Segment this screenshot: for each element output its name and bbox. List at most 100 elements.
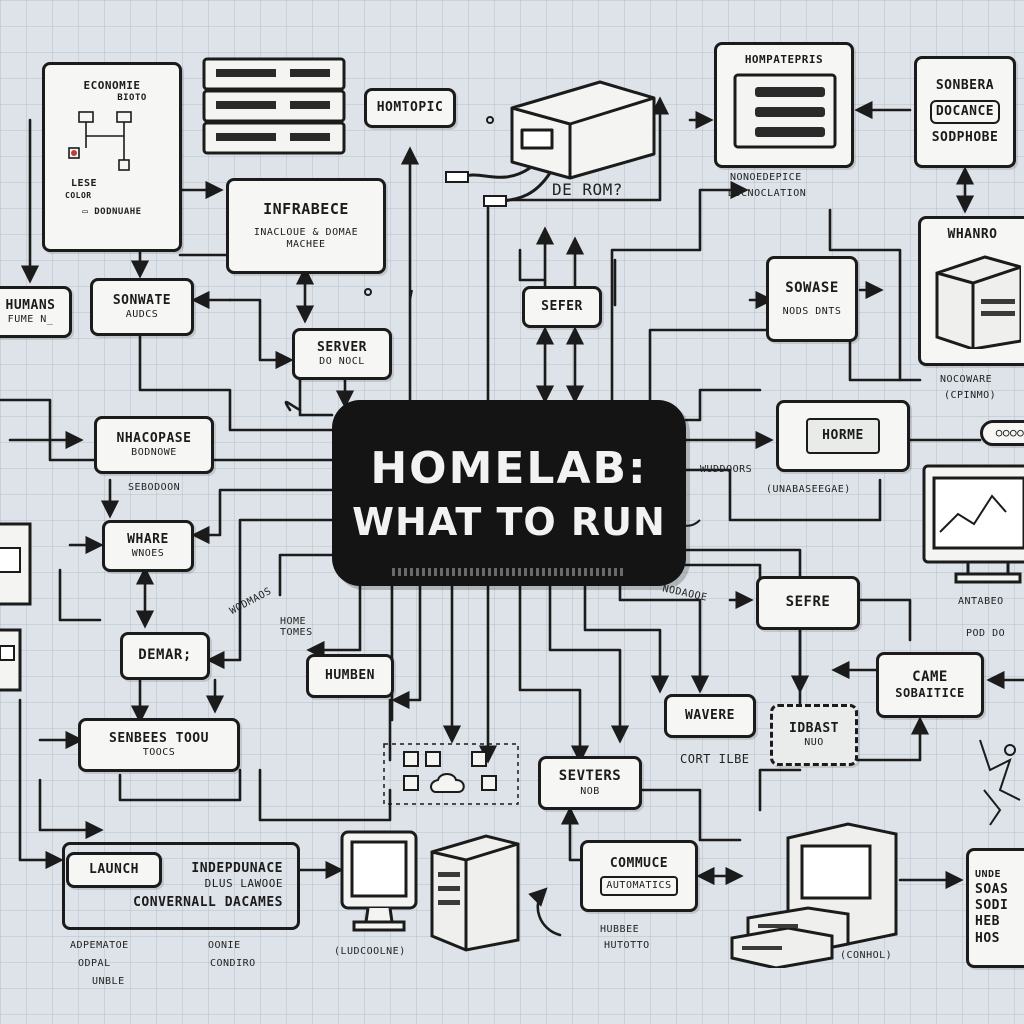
node-nhacopase[interactable]: NHACOPASE BODNOWE xyxy=(94,416,214,474)
network-router-icon xyxy=(445,80,656,207)
node-came[interactable]: CAME SOBAITICE xyxy=(876,652,984,718)
wire xyxy=(684,563,762,582)
node-software-sub: AUDCS xyxy=(125,308,159,320)
node-sowase[interactable]: SOWASE NODS DNTS xyxy=(766,256,858,342)
node-demar-label: DEMAR; xyxy=(138,647,192,664)
under-line-3: SODI xyxy=(975,898,1009,913)
panel-footer: ▭ DODNUAHE xyxy=(82,206,142,217)
under-line-2: SOAS xyxy=(975,881,1009,897)
server-cluster-icon xyxy=(730,822,898,968)
node-idbast-title: IDBAST xyxy=(789,720,839,736)
server-stack-icon xyxy=(733,73,837,149)
node-whanro[interactable]: WHANRO xyxy=(918,216,1024,366)
node-under-right[interactable]: UNDE SOAS SODI HEB HOS xyxy=(966,848,1024,968)
node-demar[interactable]: DEMAR; xyxy=(120,632,210,680)
wire xyxy=(278,553,334,597)
node-horme[interactable]: HORME xyxy=(776,400,910,472)
node-sensbes[interactable]: SENBEES TOOU TOOCS xyxy=(78,718,240,772)
node-humans[interactable]: HUMANS FUME N_ xyxy=(0,286,72,338)
node-hompatepris-label: HOMPATEPRIS xyxy=(744,53,824,66)
note-hubee: HUBBEE xyxy=(600,924,640,935)
node-server[interactable]: SERVER DO NOCL xyxy=(292,328,392,380)
note-cortilbe: CORT ILBE xyxy=(680,752,750,766)
sonbera-line-2: DOCANCE xyxy=(929,99,1001,125)
node-pill[interactable]: ○○○○ xyxy=(980,420,1024,446)
wire xyxy=(684,468,882,522)
wire xyxy=(610,180,749,402)
note-conodo: CONDIRO xyxy=(210,958,256,969)
wire xyxy=(560,806,582,862)
node-humben-label: HUMBEN xyxy=(325,667,375,683)
node-humben[interactable]: HUMBEN xyxy=(306,654,394,698)
note-unabaee: (UNABASEEGAE) xyxy=(766,484,851,495)
node-infrastructure-sub: INACLOUE & DOMAE MACHEE xyxy=(253,226,359,251)
wire xyxy=(258,768,392,822)
wire xyxy=(638,788,742,842)
node-topleft-panel[interactable]: ECONOMIE BIOTO LESE COLOR ▭ DODNUAHE xyxy=(42,62,182,252)
node-launch-label: LAUNCH xyxy=(89,861,139,877)
node-humans-sub: FUME N_ xyxy=(7,313,54,325)
center-hub-title: HOMELAB: WHAT TO RUN xyxy=(332,400,686,586)
monitor-chart-icon xyxy=(922,464,1024,584)
node-horme-label: HORME xyxy=(822,427,864,443)
node-software[interactable]: SONWATE AUDCS xyxy=(90,278,194,336)
note-nonoedepice: NONOEDEPICE xyxy=(730,172,802,183)
note-nodaooe: NODAOOE xyxy=(661,583,709,604)
wire xyxy=(391,584,422,710)
cloud-icons-cluster xyxy=(383,743,519,805)
rack-server-icon xyxy=(202,57,346,155)
wire xyxy=(284,400,302,412)
wire xyxy=(228,298,294,370)
node-software-title: SONWATE xyxy=(112,292,172,308)
node-sefer[interactable]: SEFER xyxy=(522,286,602,328)
sonbera-line-1: SONBERA xyxy=(935,77,995,93)
wire xyxy=(858,598,912,642)
sonbera-line-3: SODPHOBE xyxy=(931,130,999,146)
node-sevters-title: SEVTERS xyxy=(558,768,622,784)
note-de-rom: DE ROM? xyxy=(552,180,623,199)
independence-line-3: CONVERNALL DACAMES xyxy=(133,894,283,910)
node-sefre-label: SEFRE xyxy=(785,594,831,611)
flowchart-icon xyxy=(68,111,132,171)
node-nhacopase-sub: BODNOWE xyxy=(131,446,177,458)
note-sebodoon: SEBODOON xyxy=(128,482,181,493)
wire xyxy=(118,768,242,802)
node-wavere[interactable]: WAVERE xyxy=(664,694,756,738)
node-sefre[interactable]: SEFRE xyxy=(756,576,860,630)
node-pill-label: ○○○○ xyxy=(995,426,1024,440)
node-came-sub: SOBAITICE xyxy=(895,686,965,701)
independence-line-2: DLUS LAWOOE xyxy=(204,877,283,891)
node-commuce[interactable]: COMMUCE AUTOMATICS xyxy=(580,840,698,912)
node-whare[interactable]: WHARE WNOES xyxy=(102,520,194,572)
node-infrastructure[interactable]: INFRA​BECE INACLOUE & DOMAE MACHEE xyxy=(226,178,386,274)
node-whare-sub: WNOES xyxy=(131,547,165,559)
note-conhol: (CONHOL) xyxy=(840,950,893,961)
note-hutootto: HUTOTTO xyxy=(604,940,650,951)
wire xyxy=(548,584,630,744)
note-unble: UNBLE xyxy=(92,976,125,987)
note-documentation: DOCNOCLATION xyxy=(728,188,807,199)
node-homtopic[interactable]: HOMTOPIC xyxy=(364,88,456,128)
independence-line-1: INDEPDUNACE xyxy=(191,860,283,876)
node-nhacopase-title: NHACOPASE xyxy=(116,430,192,446)
node-came-title: CAME xyxy=(912,668,948,685)
under-line-1: UNDE xyxy=(975,869,1002,881)
node-horme-inner: HORME xyxy=(806,417,880,455)
node-launch[interactable]: LAUNCH xyxy=(66,852,162,888)
node-independence[interactable]: INDEPDUNACE DLUS LAWOOE CONVERNALL DACAM… xyxy=(62,842,300,930)
node-sevters[interactable]: SEVTERS NOB xyxy=(538,756,642,810)
center-stripe xyxy=(392,568,626,576)
node-idbast[interactable]: IDBAST NUO xyxy=(770,704,858,766)
node-infrastructure-title: INFRA​BECE xyxy=(263,200,349,219)
wire xyxy=(191,488,334,545)
wire xyxy=(758,768,802,812)
note-pod-do: POD DO xyxy=(966,628,1006,639)
node-server-sub: DO NOCL xyxy=(319,355,365,367)
note-homotoes: HOME TOMES xyxy=(280,616,313,638)
node-sonbera[interactable]: SONBERA DOCANCE SODPHOBE xyxy=(914,56,1016,168)
panel-line-3: LESE xyxy=(71,178,98,189)
note-cpinmo: (CPINMO) xyxy=(944,390,997,401)
wire xyxy=(528,887,562,937)
note-nocoware: NOCOWARE xyxy=(940,374,993,385)
node-hompatepris[interactable]: HOMPATEPRIS xyxy=(714,42,854,168)
